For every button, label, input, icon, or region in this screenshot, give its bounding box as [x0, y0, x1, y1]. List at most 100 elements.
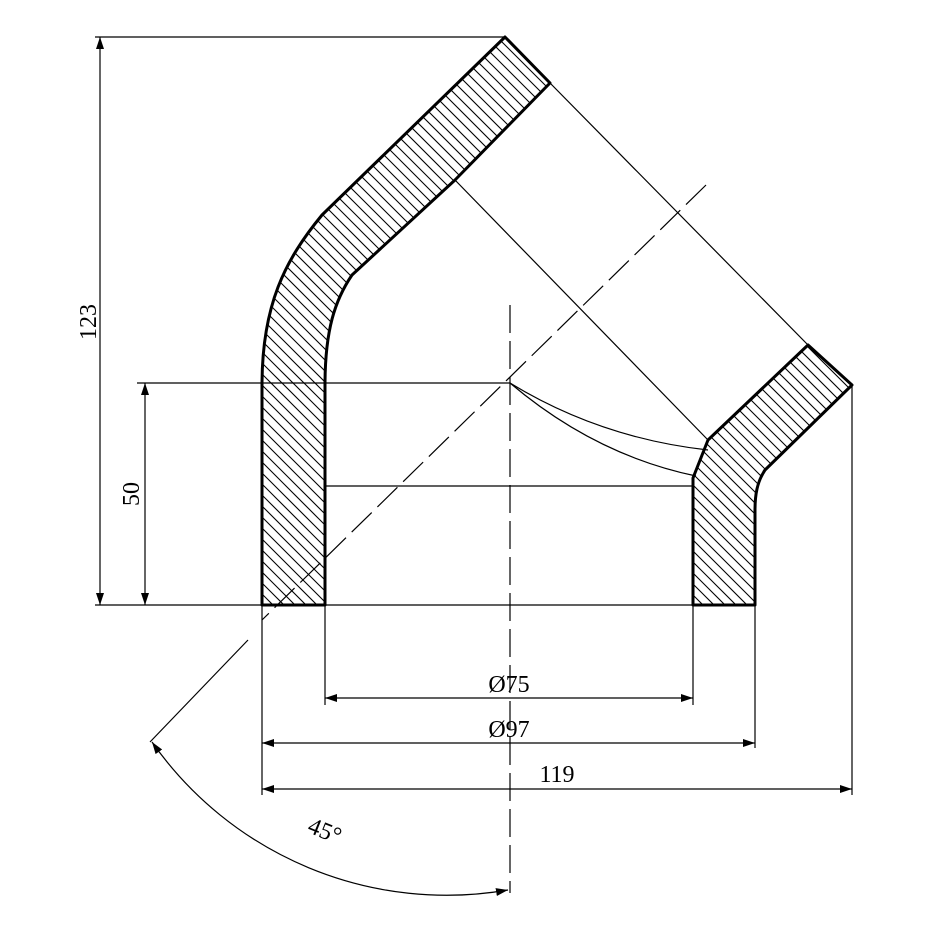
hatch-line: [628, 25, 930, 615]
hatch-line: [262, 37, 383, 605]
hatch-line: [694, 25, 930, 615]
hatch-line: [262, 37, 550, 605]
hatch-line: [262, 37, 306, 605]
ext-line-angle: [149, 639, 249, 743]
hatch-line: [262, 37, 550, 605]
hatch-line: [873, 335, 930, 615]
hatch-line: [693, 345, 703, 605]
hatch-line: [749, 25, 930, 615]
hatch-line: [262, 37, 482, 605]
hatch-line: [262, 37, 550, 605]
hatch-line: [815, 25, 930, 615]
hatch-line: [716, 25, 930, 615]
hatch-line: [352, 37, 550, 605]
hatch-line: [693, 345, 852, 605]
hatch-line: [262, 37, 427, 605]
hatch-line: [584, 25, 930, 615]
hatch-line: [693, 345, 780, 605]
hatch-line: [804, 25, 930, 615]
hatch-line: [762, 345, 852, 605]
hatch-line: [837, 25, 930, 615]
dim-text-angle: 45°: [304, 813, 345, 850]
hatch-line: [906, 335, 930, 615]
hatch-line: [264, 37, 550, 605]
hatch-line: [595, 25, 930, 615]
dim-text-119: 119: [539, 762, 574, 788]
hatch-line: [817, 345, 852, 605]
hatch-line: [262, 37, 550, 605]
hatch-line: [892, 25, 930, 615]
hatch-line: [672, 25, 930, 615]
hatch-line: [760, 25, 930, 615]
hatch-line: [848, 25, 930, 615]
left-wall-hatching: [262, 25, 930, 615]
hatch-line: [297, 37, 550, 605]
hatch-line: [262, 37, 361, 605]
hatch-line: [693, 345, 747, 605]
hatch-line: [319, 37, 550, 605]
hatch-line: [429, 37, 550, 605]
hatch-line: [693, 345, 758, 605]
dim-text-50: 50: [119, 482, 145, 506]
hatch-line: [262, 37, 471, 605]
hatch-line: [903, 25, 930, 615]
hatch-line: [551, 25, 930, 615]
hatch-line: [693, 345, 852, 605]
hatch-line: [262, 37, 460, 605]
left-wall-section: [260, 35, 552, 607]
hatch-line: [262, 37, 493, 605]
hatch-line: [262, 37, 295, 605]
hatch-line: [262, 37, 550, 605]
hatch-line: [793, 25, 930, 615]
hatch-line: [262, 37, 438, 605]
intersection-curve-1: [509, 382, 709, 451]
hatch-line: [308, 37, 550, 605]
hatch-line: [850, 345, 852, 605]
hatch-line: [870, 25, 930, 615]
upper-socket-outer-edge: [549, 82, 809, 346]
hatch-line: [330, 37, 550, 605]
diagonal-center-line: [261, 184, 707, 621]
hatch-line: [693, 345, 725, 605]
hatch-line: [262, 37, 550, 605]
hatch-line: [859, 25, 930, 615]
hatch-line: [693, 345, 852, 605]
hatch-line: [727, 25, 930, 615]
hatch-line: [374, 37, 550, 605]
hatch-line: [693, 345, 846, 605]
right-wall-hatching: [693, 335, 930, 615]
hatch-line: [806, 345, 852, 605]
upper-socket-inner-edge: [454, 179, 709, 441]
hatch-line: [262, 37, 449, 605]
hatch-line: [693, 345, 714, 605]
hatch-line: [573, 25, 930, 615]
hatch-line: [826, 25, 930, 615]
hatch-line: [693, 345, 813, 605]
hatch-line: [451, 37, 550, 605]
dim-text-diameter-75: Ø75: [488, 672, 529, 698]
hatch-line: [262, 37, 284, 605]
hatch-line: [881, 25, 930, 615]
hatch-line: [275, 37, 550, 605]
hatch-line: [795, 345, 852, 605]
hatch-line: [784, 345, 852, 605]
hatch-line: [917, 335, 930, 615]
hatch-line: [693, 345, 802, 605]
hatch-line: [341, 37, 550, 605]
hatch-line: [693, 345, 852, 605]
hatch-line: [693, 345, 852, 605]
hatch-line: [262, 37, 394, 605]
hatch-line: [286, 37, 550, 605]
intersection-curve-2: [509, 382, 697, 477]
hatch-line: [925, 25, 930, 615]
hatch-line: [262, 37, 339, 605]
hatch-line: [440, 37, 550, 605]
hatch-line: [782, 25, 930, 615]
right-wall-section: [691, 343, 854, 607]
hatch-line: [262, 37, 372, 605]
hatch-line: [696, 345, 852, 605]
hatch-line: [606, 25, 930, 615]
hatch-line: [738, 25, 930, 615]
hatch-line: [262, 37, 273, 605]
